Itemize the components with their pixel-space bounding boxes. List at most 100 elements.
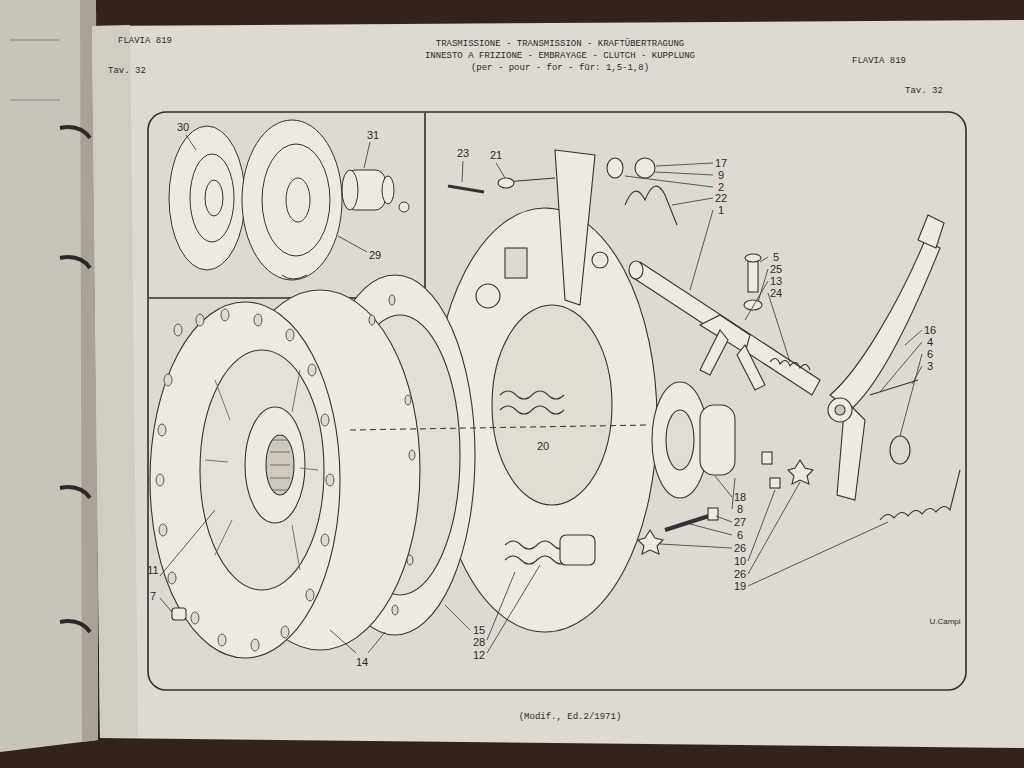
book-page: [10, 100, 60, 101]
main-parts: [607, 158, 623, 178]
leader-lines: [368, 632, 385, 653]
main-parts: [500, 391, 564, 399]
main-parts: [205, 370, 318, 570]
main-parts: [326, 474, 334, 486]
main-parts: [218, 634, 226, 646]
main-parts: [200, 350, 324, 590]
section-title: INNESTO A FRIZIONE - EMBRAYAGE - CLUTCH …: [425, 52, 695, 62]
main-parts: [168, 572, 176, 584]
callout-number: 20: [537, 440, 549, 452]
main-parts: [292, 370, 300, 412]
main-parts: [215, 380, 230, 420]
leader-lines: [672, 198, 713, 205]
callout-number: 4: [927, 336, 933, 348]
main-parts: [205, 460, 228, 462]
leader-lines: [338, 236, 367, 252]
book-page: [0, 0, 1024, 752]
book-page: [60, 257, 90, 268]
main-parts: [286, 329, 294, 341]
leader-lines: [912, 366, 922, 384]
main-parts: [880, 470, 960, 520]
book-page: [92, 25, 138, 738]
leader-lines: [160, 135, 922, 653]
main-parts: [560, 535, 595, 565]
main-parts: [700, 330, 728, 375]
inset-parts: [205, 180, 223, 216]
callout-number: 1: [718, 204, 724, 216]
callout-number: 8: [737, 503, 743, 515]
leader-lines: [487, 565, 540, 653]
main-parts: [350, 425, 650, 430]
main-parts: [666, 410, 694, 470]
callout-number: 16: [924, 324, 936, 336]
callout-number: 19: [734, 580, 746, 592]
book-page: [60, 487, 90, 498]
main-parts: [270, 452, 290, 453]
callout-number: 31: [367, 129, 379, 141]
inset-parts: [242, 120, 342, 280]
inset-parts: [282, 275, 307, 279]
main-parts: [737, 345, 765, 390]
callout-number: 12: [473, 649, 485, 661]
main-parts: [505, 248, 527, 278]
main-parts: [708, 508, 718, 520]
callout-number: 6: [737, 529, 743, 541]
main-parts: [745, 254, 761, 262]
main-parts: [389, 295, 395, 305]
callout-number: 30: [177, 121, 189, 133]
callout-number: 26: [734, 542, 746, 554]
leader-lines: [625, 176, 713, 187]
main-parts: [405, 395, 411, 405]
frames: [149, 113, 425, 298]
callout-number: 21: [490, 149, 502, 161]
inset-parts: [399, 202, 409, 212]
main-parts: [221, 309, 229, 321]
main-parts: [555, 150, 595, 305]
book-page: [60, 621, 90, 632]
leader-lines: [160, 598, 172, 612]
main-parts: [306, 589, 314, 601]
main-parts: [164, 374, 172, 386]
leader-lines: [745, 281, 768, 320]
main-parts: [369, 315, 375, 325]
book-page: [60, 127, 90, 138]
callout-number: 7: [150, 590, 156, 602]
callout-number: 26: [734, 568, 746, 580]
leader-lines: [160, 510, 215, 576]
main-parts: [870, 380, 918, 395]
leader-lines: [445, 605, 470, 630]
page-header: FLAVIA 819: [852, 57, 906, 67]
main-parts: [292, 525, 300, 570]
main-parts: [762, 452, 772, 464]
callout-number: 3: [927, 360, 933, 372]
main-parts: [407, 555, 413, 565]
leader-lines: [660, 544, 732, 548]
leader-lines: [656, 163, 713, 166]
callout-number: 25: [770, 263, 782, 275]
main-parts: [748, 258, 758, 292]
leader-lines: [880, 342, 922, 392]
main-parts: [321, 534, 329, 546]
main-parts: [830, 240, 940, 410]
leader-lines: [905, 330, 922, 345]
leader-lines: [760, 257, 768, 262]
callout-number: 23: [457, 147, 469, 159]
main-parts: [638, 530, 663, 554]
main-parts: [150, 302, 340, 658]
main-parts: [150, 150, 960, 658]
callout-number: 2: [718, 181, 724, 193]
leader-lines: [655, 172, 713, 175]
main-parts: [770, 478, 780, 488]
callout-number: 18: [734, 491, 746, 503]
leader-lines: [330, 630, 356, 653]
leader-lines: [768, 293, 790, 362]
main-parts: [835, 405, 845, 415]
section-title: TRASMISSIONE - TRANSMISSION - KRAFTÜBERT…: [436, 40, 684, 50]
main-parts: [500, 406, 564, 414]
main-parts: [498, 178, 514, 188]
main-parts: [158, 424, 166, 436]
main-parts: [270, 465, 290, 466]
callout-number: 10: [734, 555, 746, 567]
